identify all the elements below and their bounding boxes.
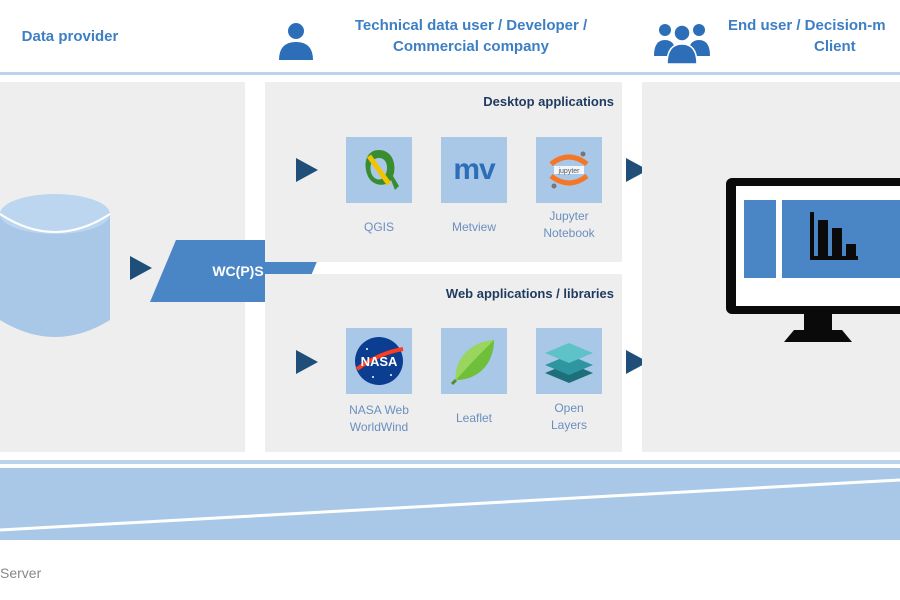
end-user-line2: Client [814, 38, 856, 55]
nasa-label: NASA Web WorldWind [331, 402, 427, 436]
nasa-tile[interactable]: NASA [346, 328, 412, 394]
bottom-band [0, 468, 900, 540]
leaflet-label: Leaflet [455, 411, 493, 425]
jupyter-label-line1: Jupyter [549, 209, 589, 223]
technical-user-header: Technical data user / Developer / Commer… [326, 15, 616, 57]
qgis-icon [365, 150, 399, 190]
partial-footer-label: Server [0, 565, 42, 581]
leaflet-icon [450, 340, 494, 386]
nasa-label-line2: WorldWind [349, 420, 409, 434]
nasa-icon: NASA [355, 337, 404, 385]
technical-user-line1: Technical data user / Developer / [354, 17, 588, 34]
arrow-into-desktop [296, 158, 318, 182]
leaflet-tile[interactable] [441, 328, 507, 394]
openlayers-label-line1: Open [554, 401, 584, 415]
user-icon [276, 20, 316, 60]
metview-tile[interactable]: mv [441, 137, 507, 203]
openlayers-icon [545, 343, 593, 383]
jupyter-tile[interactable]: jupyter [536, 137, 602, 203]
arrow-into-web [296, 350, 318, 374]
jupyter-icon: jupyter [549, 151, 589, 189]
web-title: Web applications / libraries [445, 286, 614, 301]
technical-user-line2: Commercial company [393, 38, 549, 55]
desktop-title: Desktop applications [483, 94, 614, 109]
openlayers-tile[interactable] [536, 328, 602, 394]
svg-text:NASA: NASA [361, 354, 398, 369]
qgis-label: QGIS [363, 220, 394, 234]
users-group-icon [652, 16, 712, 65]
arrow-to-service [130, 256, 152, 280]
wcps-label: WC(P)S [212, 263, 264, 279]
bottom-band-top-rule [0, 460, 900, 464]
svg-text:jupyter: jupyter [557, 168, 580, 175]
end-user-panel [642, 82, 900, 452]
jupyter-label: Jupyter Notebook [521, 208, 617, 242]
end-user-line1: End user / Decision-m [728, 17, 886, 34]
data-provider-header: Data provider [21, 28, 119, 45]
openlayers-label: Open Layers [521, 400, 617, 434]
header-divider [0, 72, 900, 75]
metview-icon: mv [453, 153, 495, 186]
openlayers-label-line2: Layers [550, 418, 588, 432]
end-user-header: End user / Decision-m Client [728, 15, 900, 57]
jupyter-label-line2: Notebook [543, 226, 595, 240]
qgis-tile[interactable] [346, 137, 412, 203]
monitor-icon [726, 178, 900, 342]
database-icon [0, 194, 111, 337]
metview-label: Metview [451, 220, 496, 234]
nasa-label-line1: NASA Web [349, 403, 409, 417]
